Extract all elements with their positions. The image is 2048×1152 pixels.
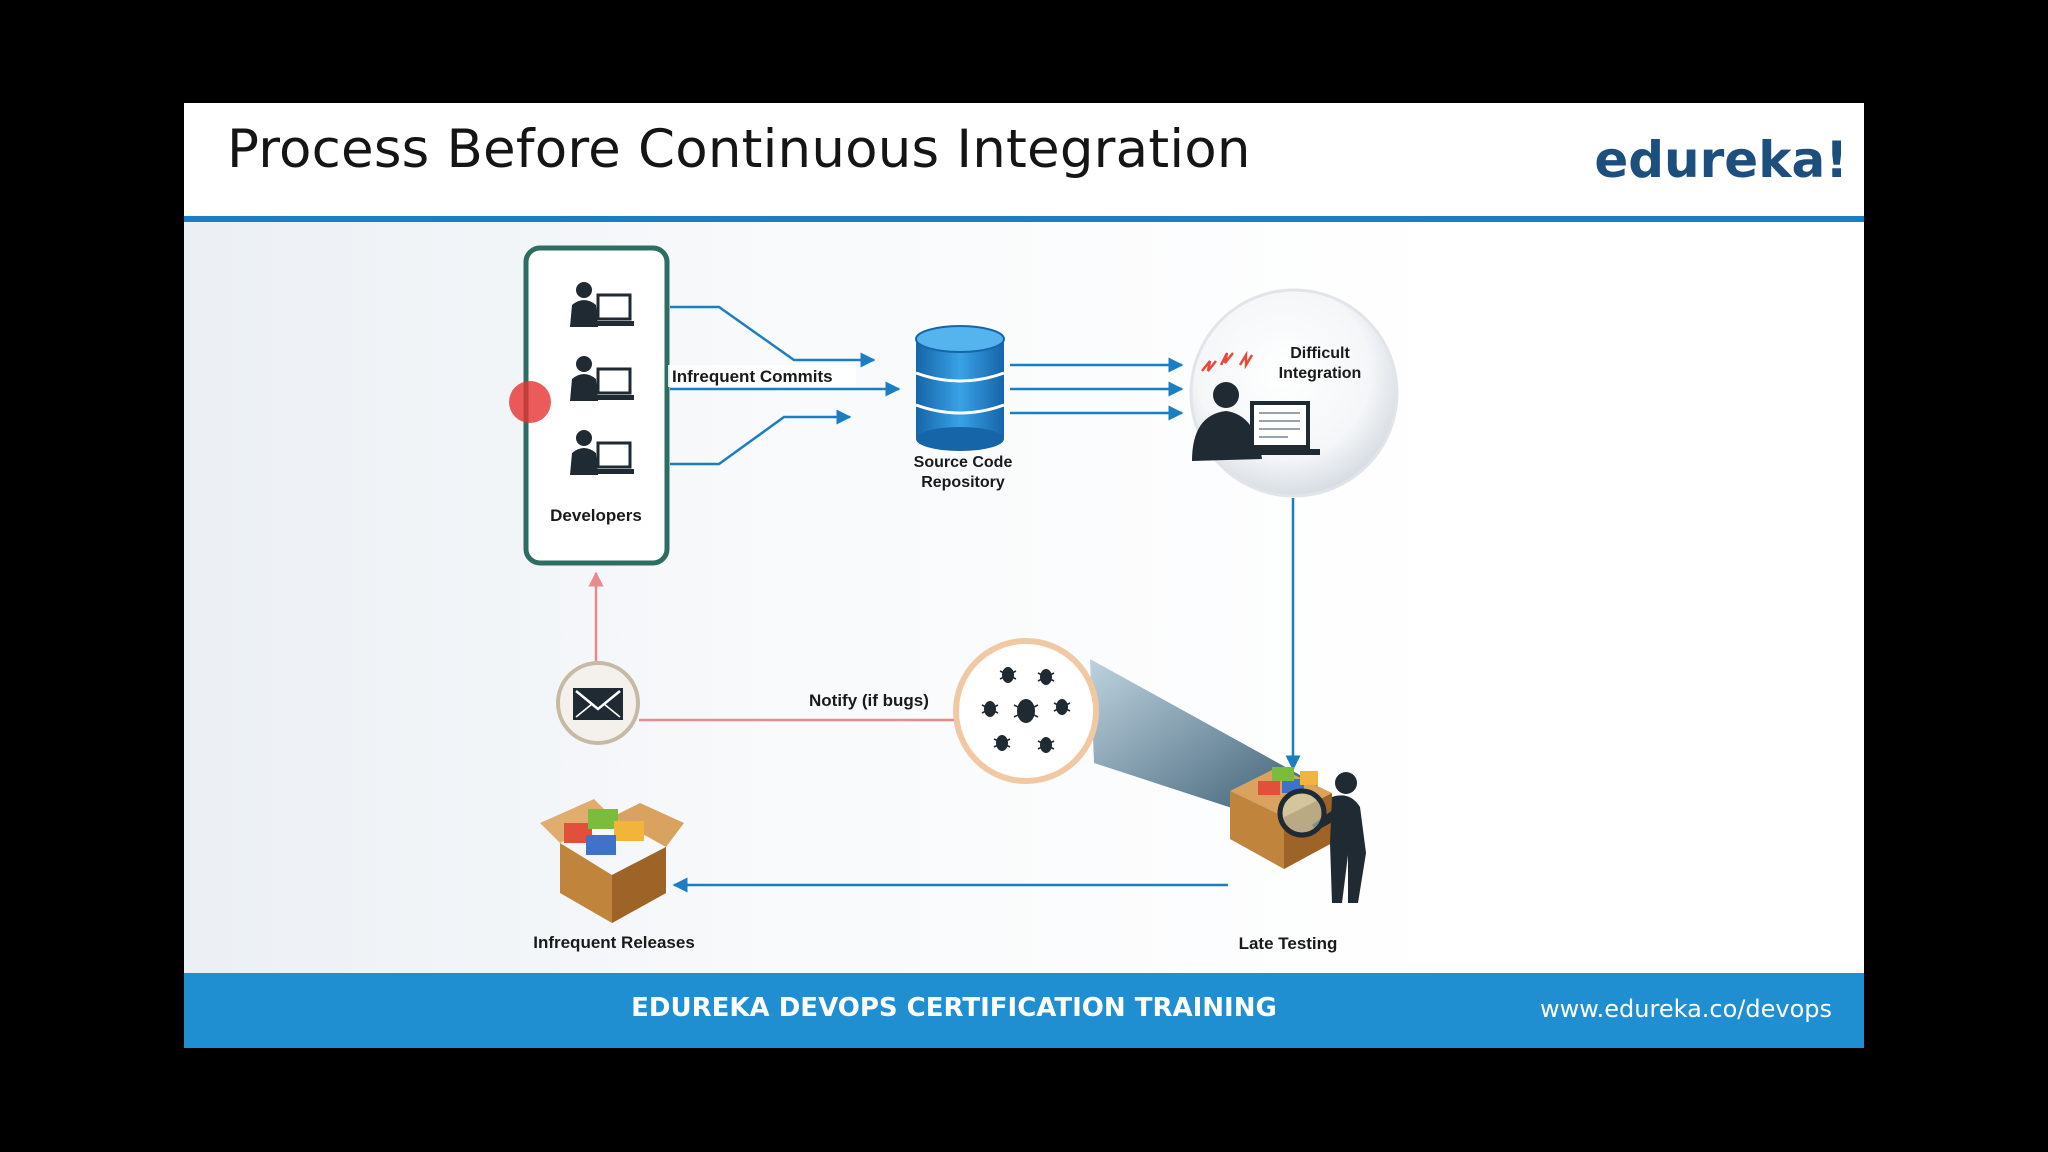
integration-label-line1: Difficult bbox=[1290, 345, 1350, 362]
process-diagram: Developers Infrequent Commits Source Cod… bbox=[184, 222, 1464, 973]
repository-label-line1: Source Code bbox=[914, 454, 1013, 471]
developer-icon bbox=[570, 430, 634, 475]
repo-to-integration-edge bbox=[1010, 357, 1184, 421]
testing-label: Late Testing bbox=[1239, 934, 1338, 953]
repository-label-line2: Repository bbox=[921, 474, 1005, 491]
stress-sparks bbox=[1201, 350, 1254, 372]
integration-label-line2: Integration bbox=[1279, 365, 1362, 382]
commits-label: Infrequent Commits bbox=[672, 367, 833, 386]
magnifier-icon bbox=[1277, 788, 1327, 838]
bug-legs-icon bbox=[981, 670, 1071, 750]
laser-pointer-dot bbox=[509, 381, 551, 423]
integration-node: Difficult Integration bbox=[1189, 288, 1399, 498]
commits-edge bbox=[670, 305, 901, 466]
testing-node: Late Testing bbox=[1230, 767, 1366, 953]
releases-node: Infrequent Releases bbox=[533, 799, 695, 952]
envelope-icon bbox=[573, 688, 623, 720]
notify-label: Notify (if bugs) bbox=[809, 691, 929, 710]
commit-arrow bbox=[670, 409, 852, 466]
developers-label: Developers bbox=[550, 506, 642, 525]
slide-title: Process Before Continuous Integration bbox=[227, 119, 1251, 180]
commit-arrow bbox=[670, 305, 876, 368]
title-divider bbox=[184, 216, 1864, 222]
developer-icon bbox=[570, 356, 634, 401]
email-node bbox=[556, 661, 640, 745]
footer-bar: EDUREKA DEVOPS CERTIFICATION TRAINING ww… bbox=[184, 973, 1864, 1048]
footer-url[interactable]: www.edureka.co/devops bbox=[1539, 995, 1832, 1023]
brand-logo: edureka! bbox=[1594, 131, 1848, 189]
slide: Process Before Continuous Integration ed… bbox=[184, 103, 1864, 1048]
footer-title: EDUREKA DEVOPS CERTIFICATION TRAINING bbox=[631, 993, 1277, 1023]
releases-label: Infrequent Releases bbox=[533, 933, 695, 952]
repository-node: Source Code Repository bbox=[914, 325, 1013, 491]
developer-icon bbox=[570, 282, 634, 327]
